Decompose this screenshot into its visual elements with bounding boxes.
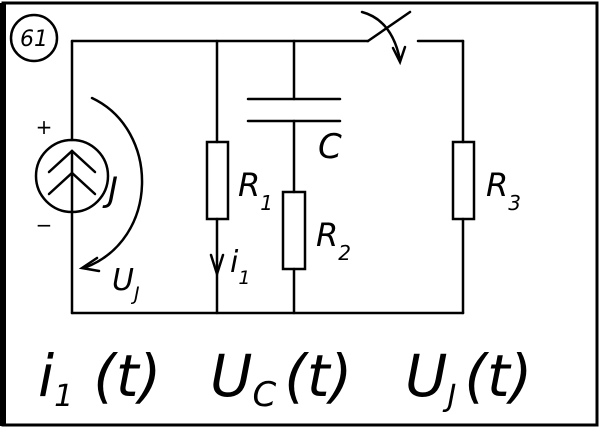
switch-arrow-head bbox=[391, 45, 407, 66]
source-plus-sign: + bbox=[36, 115, 53, 139]
resistor-r3 bbox=[451, 140, 476, 221]
resistor-r2 bbox=[281, 190, 307, 271]
circuit bbox=[34, 10, 476, 315]
source-minus-sign: − bbox=[36, 213, 53, 237]
switch-blade bbox=[366, 10, 412, 43]
r3-label: R3 bbox=[486, 166, 521, 215]
current-arrow-head bbox=[209, 253, 225, 279]
r2-label: R2 bbox=[316, 216, 351, 265]
switch-arrow bbox=[360, 10, 402, 62]
voltage-label: UJ bbox=[112, 263, 140, 305]
voltage-arrow bbox=[82, 96, 144, 270]
current-label: i1 bbox=[230, 245, 250, 289]
task-i1: i1(t) bbox=[38, 342, 161, 414]
voltage-arrow-head bbox=[78, 256, 101, 273]
resistor-r1 bbox=[205, 140, 230, 221]
task-uj: UJ(t) bbox=[405, 342, 532, 414]
capacitor-label: C bbox=[318, 127, 342, 167]
problem-number: 61 bbox=[20, 27, 48, 52]
task-uc: UC(t) bbox=[210, 342, 352, 415]
r1-label: R1 bbox=[238, 166, 273, 215]
problem-number-circle bbox=[9, 13, 59, 63]
